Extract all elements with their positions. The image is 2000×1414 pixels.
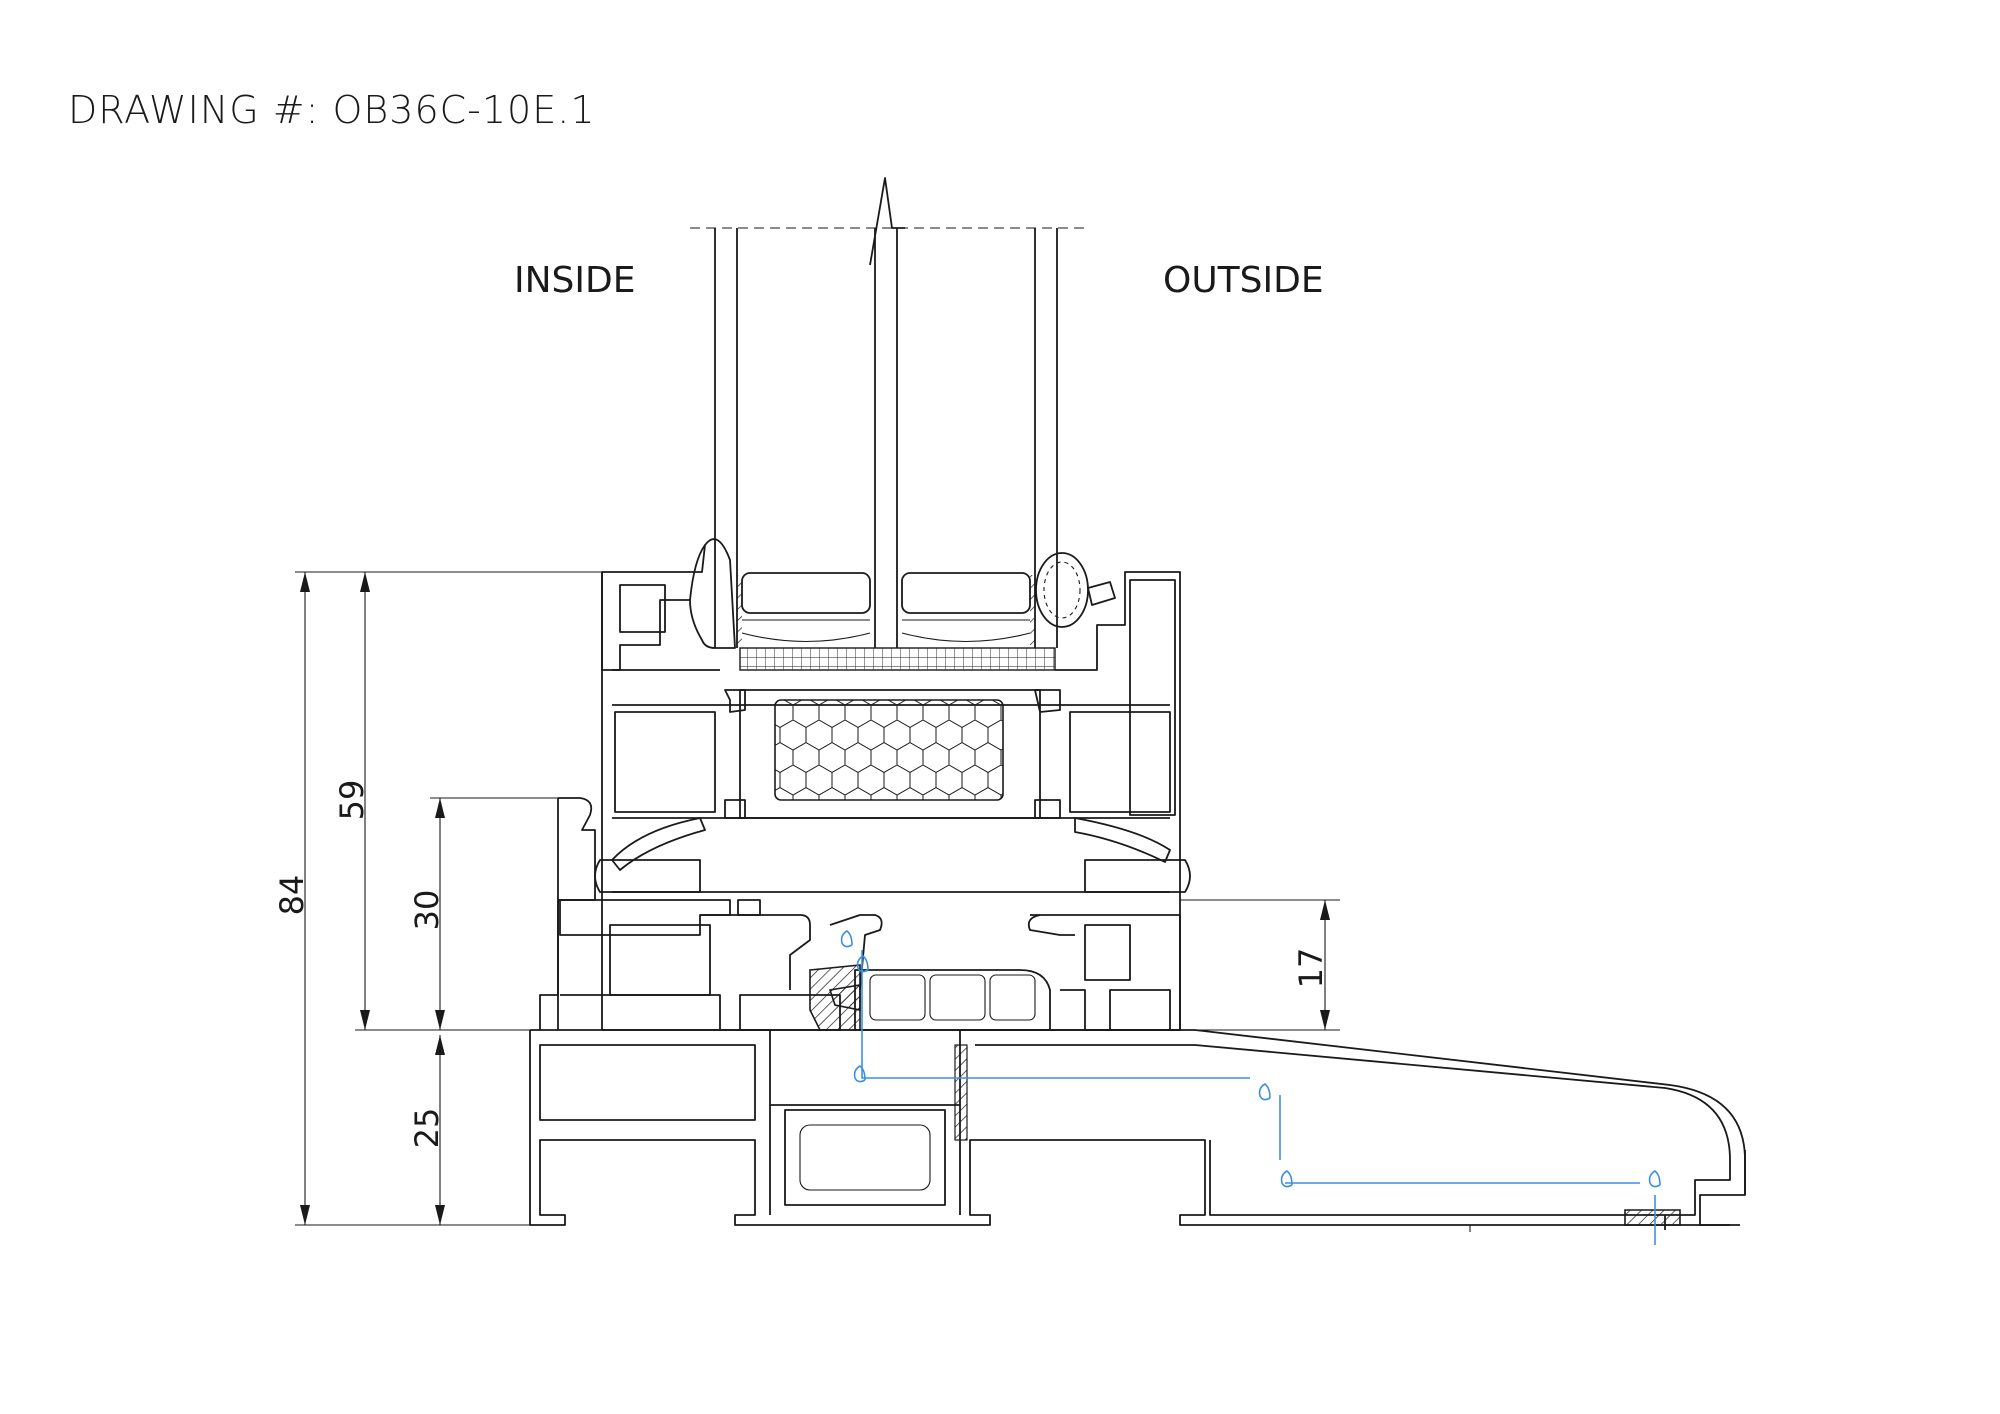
frame-profile	[530, 797, 1181, 1031]
thermal-break-frame	[854, 969, 1051, 1031]
end-cap-seal	[1624, 1209, 1681, 1226]
drawing-title: DRAWING #: OB36C-10E.1	[68, 88, 596, 132]
dim-overall-label: 84	[273, 875, 311, 916]
water-drop-5	[1280, 1170, 1293, 1188]
glazing-block	[739, 647, 1056, 671]
break-symbol	[869, 177, 905, 266]
glazing-bead-inside	[601, 538, 736, 671]
dim-sash-label: 59	[333, 780, 371, 821]
outside-label: OUTSIDE	[1163, 260, 1324, 301]
glazing-unit	[690, 177, 1090, 671]
inside-label: INSIDE	[514, 260, 635, 301]
water-drop-4	[1258, 1083, 1271, 1101]
dim-sill-step-label: 17	[1292, 948, 1330, 989]
spacer-bar-right	[901, 572, 1031, 643]
water-drop-6	[1648, 1170, 1661, 1188]
sash-gasket-right	[1084, 859, 1191, 893]
water-drop-1	[840, 930, 853, 948]
outside-gasket	[1035, 552, 1116, 628]
sash-wiper-left	[611, 817, 706, 871]
water-drop-2	[856, 955, 869, 973]
thermal-break-sill	[784, 1109, 946, 1206]
dimension-lines	[295, 571, 1340, 1226]
spacer-bar-left	[741, 572, 871, 643]
sash-wiper-right	[1074, 817, 1171, 863]
dim-threshold-label: 25	[408, 1108, 446, 1149]
dim-frame-label: 30	[408, 890, 446, 931]
water-drainage-path	[840, 930, 1661, 1245]
sash-gasket-left	[594, 859, 701, 893]
threshold-sill	[529, 1029, 1746, 1232]
insulation-core	[774, 699, 1004, 801]
sash-profile	[594, 571, 1191, 1031]
water-drop-3	[853, 1065, 866, 1083]
